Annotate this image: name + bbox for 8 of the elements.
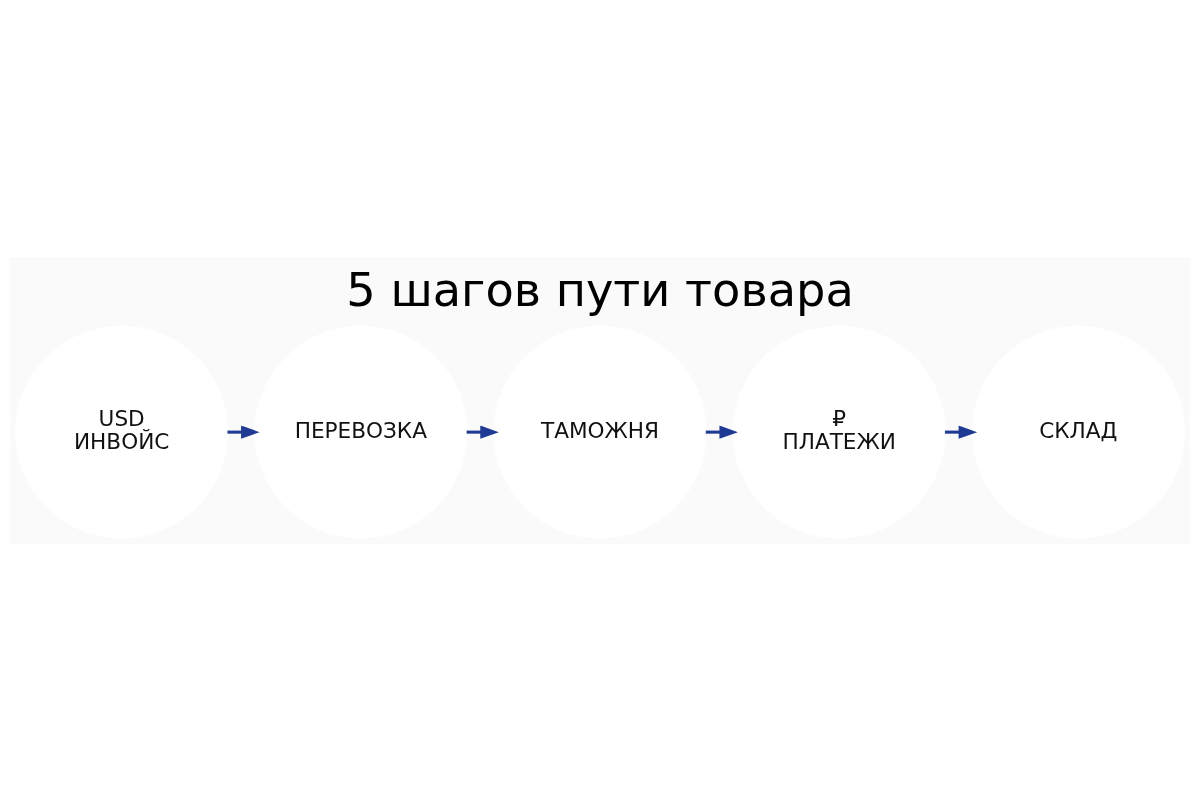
node-text: ₽ ПЛАТЕЖИ bbox=[782, 405, 896, 454]
arrow bbox=[944, 425, 978, 439]
node-text: СКЛАД bbox=[1039, 417, 1118, 443]
node-text: ТАМОЖНЯ bbox=[540, 417, 660, 443]
node-text: USD ИНВОЙС bbox=[73, 405, 170, 454]
diagram-title: 5 шагов пути товара bbox=[346, 262, 854, 317]
node-text: ПЕРЕВОЗКА bbox=[294, 417, 427, 443]
arrow bbox=[227, 425, 260, 439]
